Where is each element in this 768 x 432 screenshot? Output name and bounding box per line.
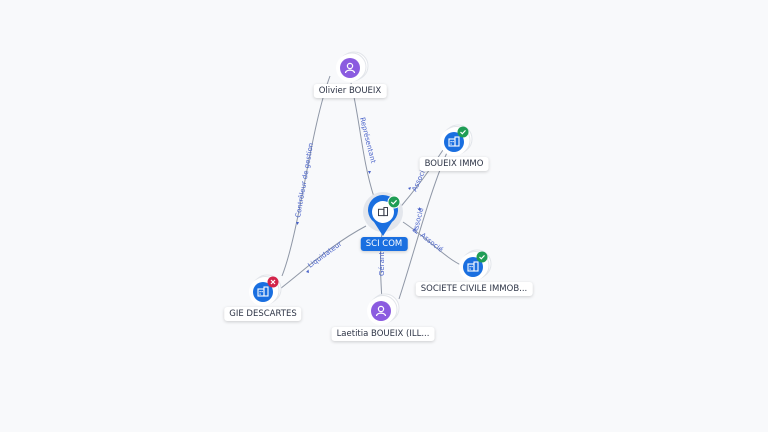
edge-sci-com-gie (275, 225, 367, 293)
node-societe-civile[interactable] (459, 249, 492, 281)
node-label-gie[interactable]: GIE DESCARTES (224, 307, 302, 321)
status-badge (457, 126, 469, 138)
status-badge (476, 251, 488, 263)
edge-label-gerant: Gérant (378, 252, 386, 276)
edge-label-representant: Représentant (358, 117, 377, 165)
node-boueix-immo[interactable] (440, 124, 473, 156)
edge-label-associe-3: Associé (419, 231, 445, 254)
check-icon (479, 254, 485, 260)
node-label-societe-civile[interactable]: SOCIETE CIVILE IMMOB... (415, 282, 533, 296)
arrow-icon (418, 207, 421, 210)
arrow-icon (296, 222, 299, 225)
arrow-icon (413, 228, 416, 231)
node-olivier-boueix[interactable] (336, 51, 369, 82)
node-label-laetitia[interactable]: Laetitia BOUEIX (ILL... (331, 327, 435, 341)
node-label-sci-com[interactable]: SCI COM (360, 237, 408, 251)
node-sci-com[interactable] (363, 192, 403, 236)
arrow-icon (306, 269, 309, 273)
arrow-icon (368, 171, 371, 174)
edge-arrows (296, 171, 421, 273)
node-label-boueix-immo[interactable]: BOUEIX IMMO (419, 157, 489, 171)
node-label-olivier[interactable]: Olivier BOUEIX (313, 84, 387, 98)
check-icon (460, 129, 466, 135)
node-laetitia-boueix[interactable] (367, 293, 400, 325)
cross-icon (270, 279, 276, 285)
edge-label-liquidateur: Liquidateur (306, 240, 343, 270)
node-gie-descartes[interactable] (249, 274, 282, 306)
edge-sci-com-boueix-immo (397, 149, 444, 211)
status-badge (387, 195, 401, 209)
check-icon (390, 199, 398, 205)
edge-sci-com-societe (402, 221, 464, 267)
edge-label-controleur: Contrôleur de gestion (294, 142, 315, 218)
arrow-icon (408, 187, 411, 190)
pin-inner (372, 201, 394, 223)
